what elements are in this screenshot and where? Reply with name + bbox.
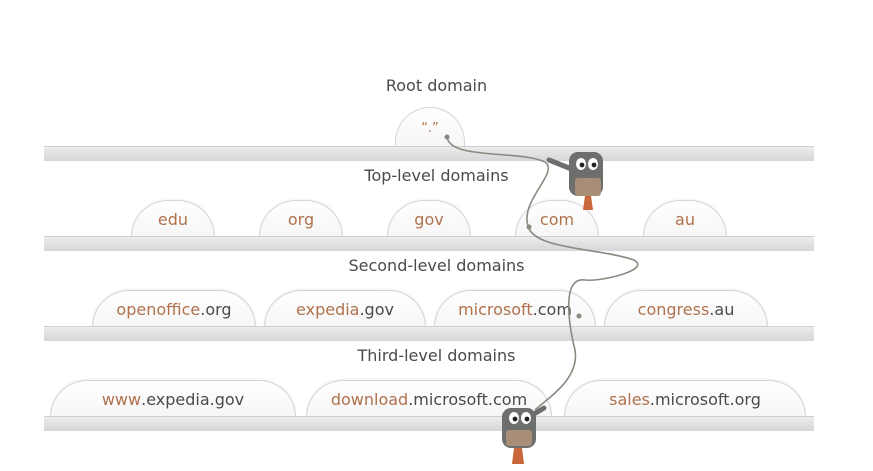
tld-label: org: [287, 209, 315, 229]
rope-anchor-icon: [526, 224, 532, 230]
tld-title: Top-level domains: [364, 166, 509, 185]
tld-label: com: [539, 209, 575, 229]
root-domain-title: Root domain: [385, 76, 488, 95]
sld-shelf: [44, 326, 814, 341]
rope-anchor-icon: [444, 134, 450, 140]
third-tab: www.expedia.gov: [50, 380, 296, 417]
root-domain-label: “.”: [421, 120, 439, 136]
third-suffix: .expedia.gov: [141, 389, 245, 409]
third-shelf: [44, 416, 814, 431]
third-suffix: .microsoft.com: [408, 389, 528, 409]
third-tab: sales.microsoft.org: [564, 380, 806, 417]
tld-label: edu: [157, 209, 189, 229]
third-suffix: .microsoft.org: [649, 389, 761, 409]
root-shelf: [44, 146, 814, 161]
rope-icon: [446, 136, 639, 411]
sld-suffix: .au: [709, 299, 735, 319]
sld-tab: expedia.gov: [264, 290, 426, 327]
climber-robot-icon: [546, 152, 603, 210]
third-title: Third-level domains: [357, 346, 516, 365]
climber-robot-icon: [502, 405, 547, 464]
sld-suffix: .com: [532, 299, 572, 319]
sld-subdomain: microsoft: [458, 299, 533, 319]
sld-suffix: .gov: [359, 299, 394, 319]
sld-subdomain: openoffice: [116, 299, 201, 319]
sld-suffix: .org: [200, 299, 232, 319]
third-tab: download.microsoft.com: [306, 380, 552, 417]
third-subdomain: download: [330, 389, 409, 409]
third-subdomain: sales: [609, 389, 650, 409]
tld-label: gov: [414, 209, 444, 229]
sld-tab: congress.au: [604, 290, 768, 327]
tld-label: au: [675, 209, 695, 229]
sld-title: Second-level domains: [348, 256, 525, 275]
sld-subdomain: expedia: [296, 299, 360, 319]
sld-subdomain: congress: [637, 299, 710, 319]
third-subdomain: www: [101, 389, 142, 409]
rope-anchor-icon: [576, 313, 582, 319]
tld-shelf: [44, 236, 814, 251]
